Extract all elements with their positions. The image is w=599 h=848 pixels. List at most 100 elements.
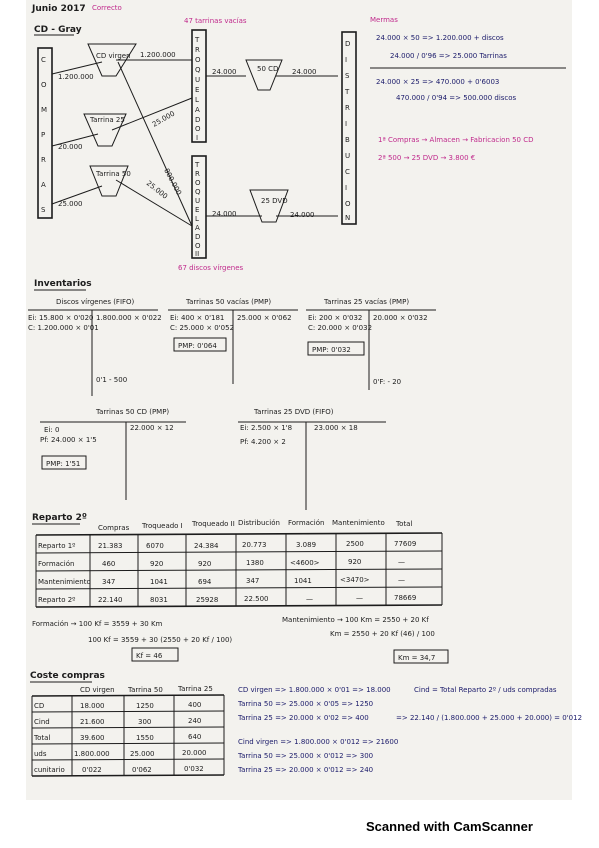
scanned-page: Junio 2017 Correcto CD - Gray C O M P R …: [26, 0, 582, 800]
coste-note-5: Tarrina 50 => 25.000 × 0'012 => 300: [237, 752, 373, 760]
svg-text:Cind: Cind: [34, 718, 50, 726]
handwritten-notes: Junio 2017 Correcto CD - Gray C O M P R …: [28, 4, 582, 777]
svg-text:T: T: [344, 88, 350, 96]
svg-text:C: C: [41, 56, 46, 64]
svg-text:920: 920: [198, 560, 211, 568]
svg-text:C: 25.000 × 0'052: C: 25.000 × 0'052: [170, 324, 234, 332]
svg-text:—: —: [306, 595, 313, 603]
svg-text:L: L: [195, 96, 199, 104]
svg-text:0'022: 0'022: [82, 766, 102, 774]
svg-text:R: R: [195, 46, 200, 54]
t-tarr50-title: Tarrinas 50 vacías (PMP): [185, 298, 271, 306]
date-text: Junio 2017: [31, 4, 86, 14]
tarrina50-label: Tarrina 50: [95, 170, 131, 178]
svg-text:D: D: [195, 233, 200, 241]
svg-text:uds: uds: [34, 750, 47, 758]
svg-text:O: O: [195, 179, 201, 187]
svg-text:Mantenimiento: Mantenimiento: [38, 578, 91, 586]
troquelado2-column: [191, 155, 207, 259]
svg-text:T: T: [194, 161, 200, 169]
svg-text:C: 1.200.000 × 0'01: C: 1.200.000 × 0'01: [28, 324, 99, 332]
t-cd50-pmp: PMP: 1'51: [46, 460, 80, 468]
svg-text:0'F: - 20: 0'F: - 20: [373, 378, 401, 386]
t-tarr25-pmp: PMP: 0'032: [312, 346, 351, 354]
svg-text:21.600: 21.600: [80, 718, 105, 726]
svg-text:U: U: [345, 152, 350, 160]
t-tarr25-title: Tarrinas 25 vacías (PMP): [323, 298, 409, 306]
svg-text:R: R: [41, 156, 46, 164]
flow-virgen-to-t1: 1.200.000: [140, 51, 176, 59]
mermas-note-1: 1ª Compras → Almacen → Fabricacion 50 CD: [378, 136, 534, 144]
svg-text:24.384: 24.384: [194, 542, 219, 550]
coste-note-3: Tarrina 25 => 20.000 × 0'02 => 400: [237, 714, 369, 722]
svg-text:640: 640: [188, 733, 201, 741]
flow-in-t50: 25.000: [58, 200, 83, 208]
svg-text:A: A: [195, 224, 200, 232]
cind-calc: => 22.140 / (1.800.000 + 25.000 + 20.000…: [396, 714, 582, 722]
scanner-watermark: Scanned with CamScanner: [366, 819, 533, 834]
distribucion-letters: D I S T R I B U C I O N: [344, 40, 351, 222]
svg-text:Reparto 1º: Reparto 1º: [38, 542, 75, 550]
svg-text:E: E: [195, 206, 199, 214]
annotation-bottom: 67 discos vírgenes: [178, 264, 244, 272]
svg-text:694: 694: [198, 578, 212, 586]
svg-text:Compras: Compras: [98, 524, 130, 532]
formacion-result: Kf = 46: [136, 652, 163, 660]
troquelado1-letters: T R O Q U E L A D O I: [194, 36, 201, 142]
svg-text:1550: 1550: [136, 734, 154, 742]
svg-text:R: R: [195, 170, 200, 178]
svg-text:Ei: 2.500 × 1'8: Ei: 2.500 × 1'8: [240, 424, 292, 432]
svg-text:T: T: [194, 36, 200, 44]
svg-text:I: I: [345, 120, 347, 128]
svg-text:22.500: 22.500: [244, 595, 269, 603]
t-discos-title: Discos vírgenes (FIFO): [56, 298, 135, 306]
svg-text:U: U: [195, 76, 200, 84]
cd-virgen-label: CD virgen: [96, 52, 131, 60]
svg-text:Mantenimiento: Mantenimiento: [332, 519, 385, 527]
t-cd50-title: Tarrinas 50 CD (PMP): [95, 408, 169, 416]
mermas-note-2: 2ª 500 → 25 DVD → 3.800 €: [378, 154, 475, 162]
flow-line-t50-t2: [115, 179, 193, 227]
svg-text:39.600: 39.600: [80, 734, 105, 742]
svg-text:P: P: [41, 131, 45, 139]
svg-text:—: —: [356, 594, 363, 602]
svg-text:1041: 1041: [294, 577, 312, 585]
flow-dvd-to-dist: 24.000: [290, 211, 315, 219]
reparto-table: Compras Troqueado I Troqueado II Distrib…: [35, 519, 443, 608]
svg-text:460: 460: [102, 560, 115, 568]
coste-compras-title: Coste compras: [30, 671, 105, 681]
svg-text:L: L: [195, 215, 199, 223]
svg-text:O: O: [195, 242, 201, 250]
svg-text:18.000: 18.000: [80, 702, 105, 710]
annotation-top: 47 tarrinas vacías: [184, 17, 247, 25]
svg-text:920: 920: [150, 560, 163, 568]
svg-text:347: 347: [246, 577, 259, 585]
cd50-node: [245, 59, 283, 91]
svg-text:—: —: [398, 576, 405, 584]
svg-text:22.000 × 12: 22.000 × 12: [130, 424, 174, 432]
svg-text:20.000: 20.000: [182, 749, 207, 757]
svg-text:N: N: [345, 214, 350, 222]
dvd25-node: [249, 189, 289, 223]
compras-letters: C O M P R A S: [41, 56, 47, 214]
svg-text:A: A: [195, 106, 200, 114]
svg-text:300: 300: [138, 718, 151, 726]
mantenimiento-eq-2: Km = 2550 + 20 Kf (46) / 100: [330, 630, 435, 638]
svg-text:R: R: [345, 104, 350, 112]
svg-text:<4600>: <4600>: [290, 559, 320, 567]
mermas-title: Mermas: [370, 16, 398, 24]
svg-text:O: O: [195, 125, 201, 133]
flow-t50-to-t2: 25.000: [145, 179, 169, 200]
flow-in-t25: 20.000: [58, 143, 83, 151]
mermas-line-4: 470.000 / 0'94 => 500.000 discos: [396, 94, 517, 102]
svg-text:D: D: [195, 116, 200, 124]
svg-text:S: S: [41, 206, 46, 214]
coste-note-4: Cind virgen => 1.800.000 × 0'012 => 2160…: [238, 738, 398, 746]
troquelado1-column: [191, 29, 207, 143]
flow-line-cross: [117, 61, 193, 227]
svg-text:1.800.000: 1.800.000: [74, 750, 110, 758]
flow-in-virgen: 1.200.000: [58, 73, 94, 81]
svg-text:Ei: 400 × 0'181: Ei: 400 × 0'181: [170, 314, 224, 322]
svg-text:Troqueado II: Troqueado II: [191, 520, 235, 528]
troquelado2-letters: T R O Q U E L A D O II: [194, 161, 201, 258]
